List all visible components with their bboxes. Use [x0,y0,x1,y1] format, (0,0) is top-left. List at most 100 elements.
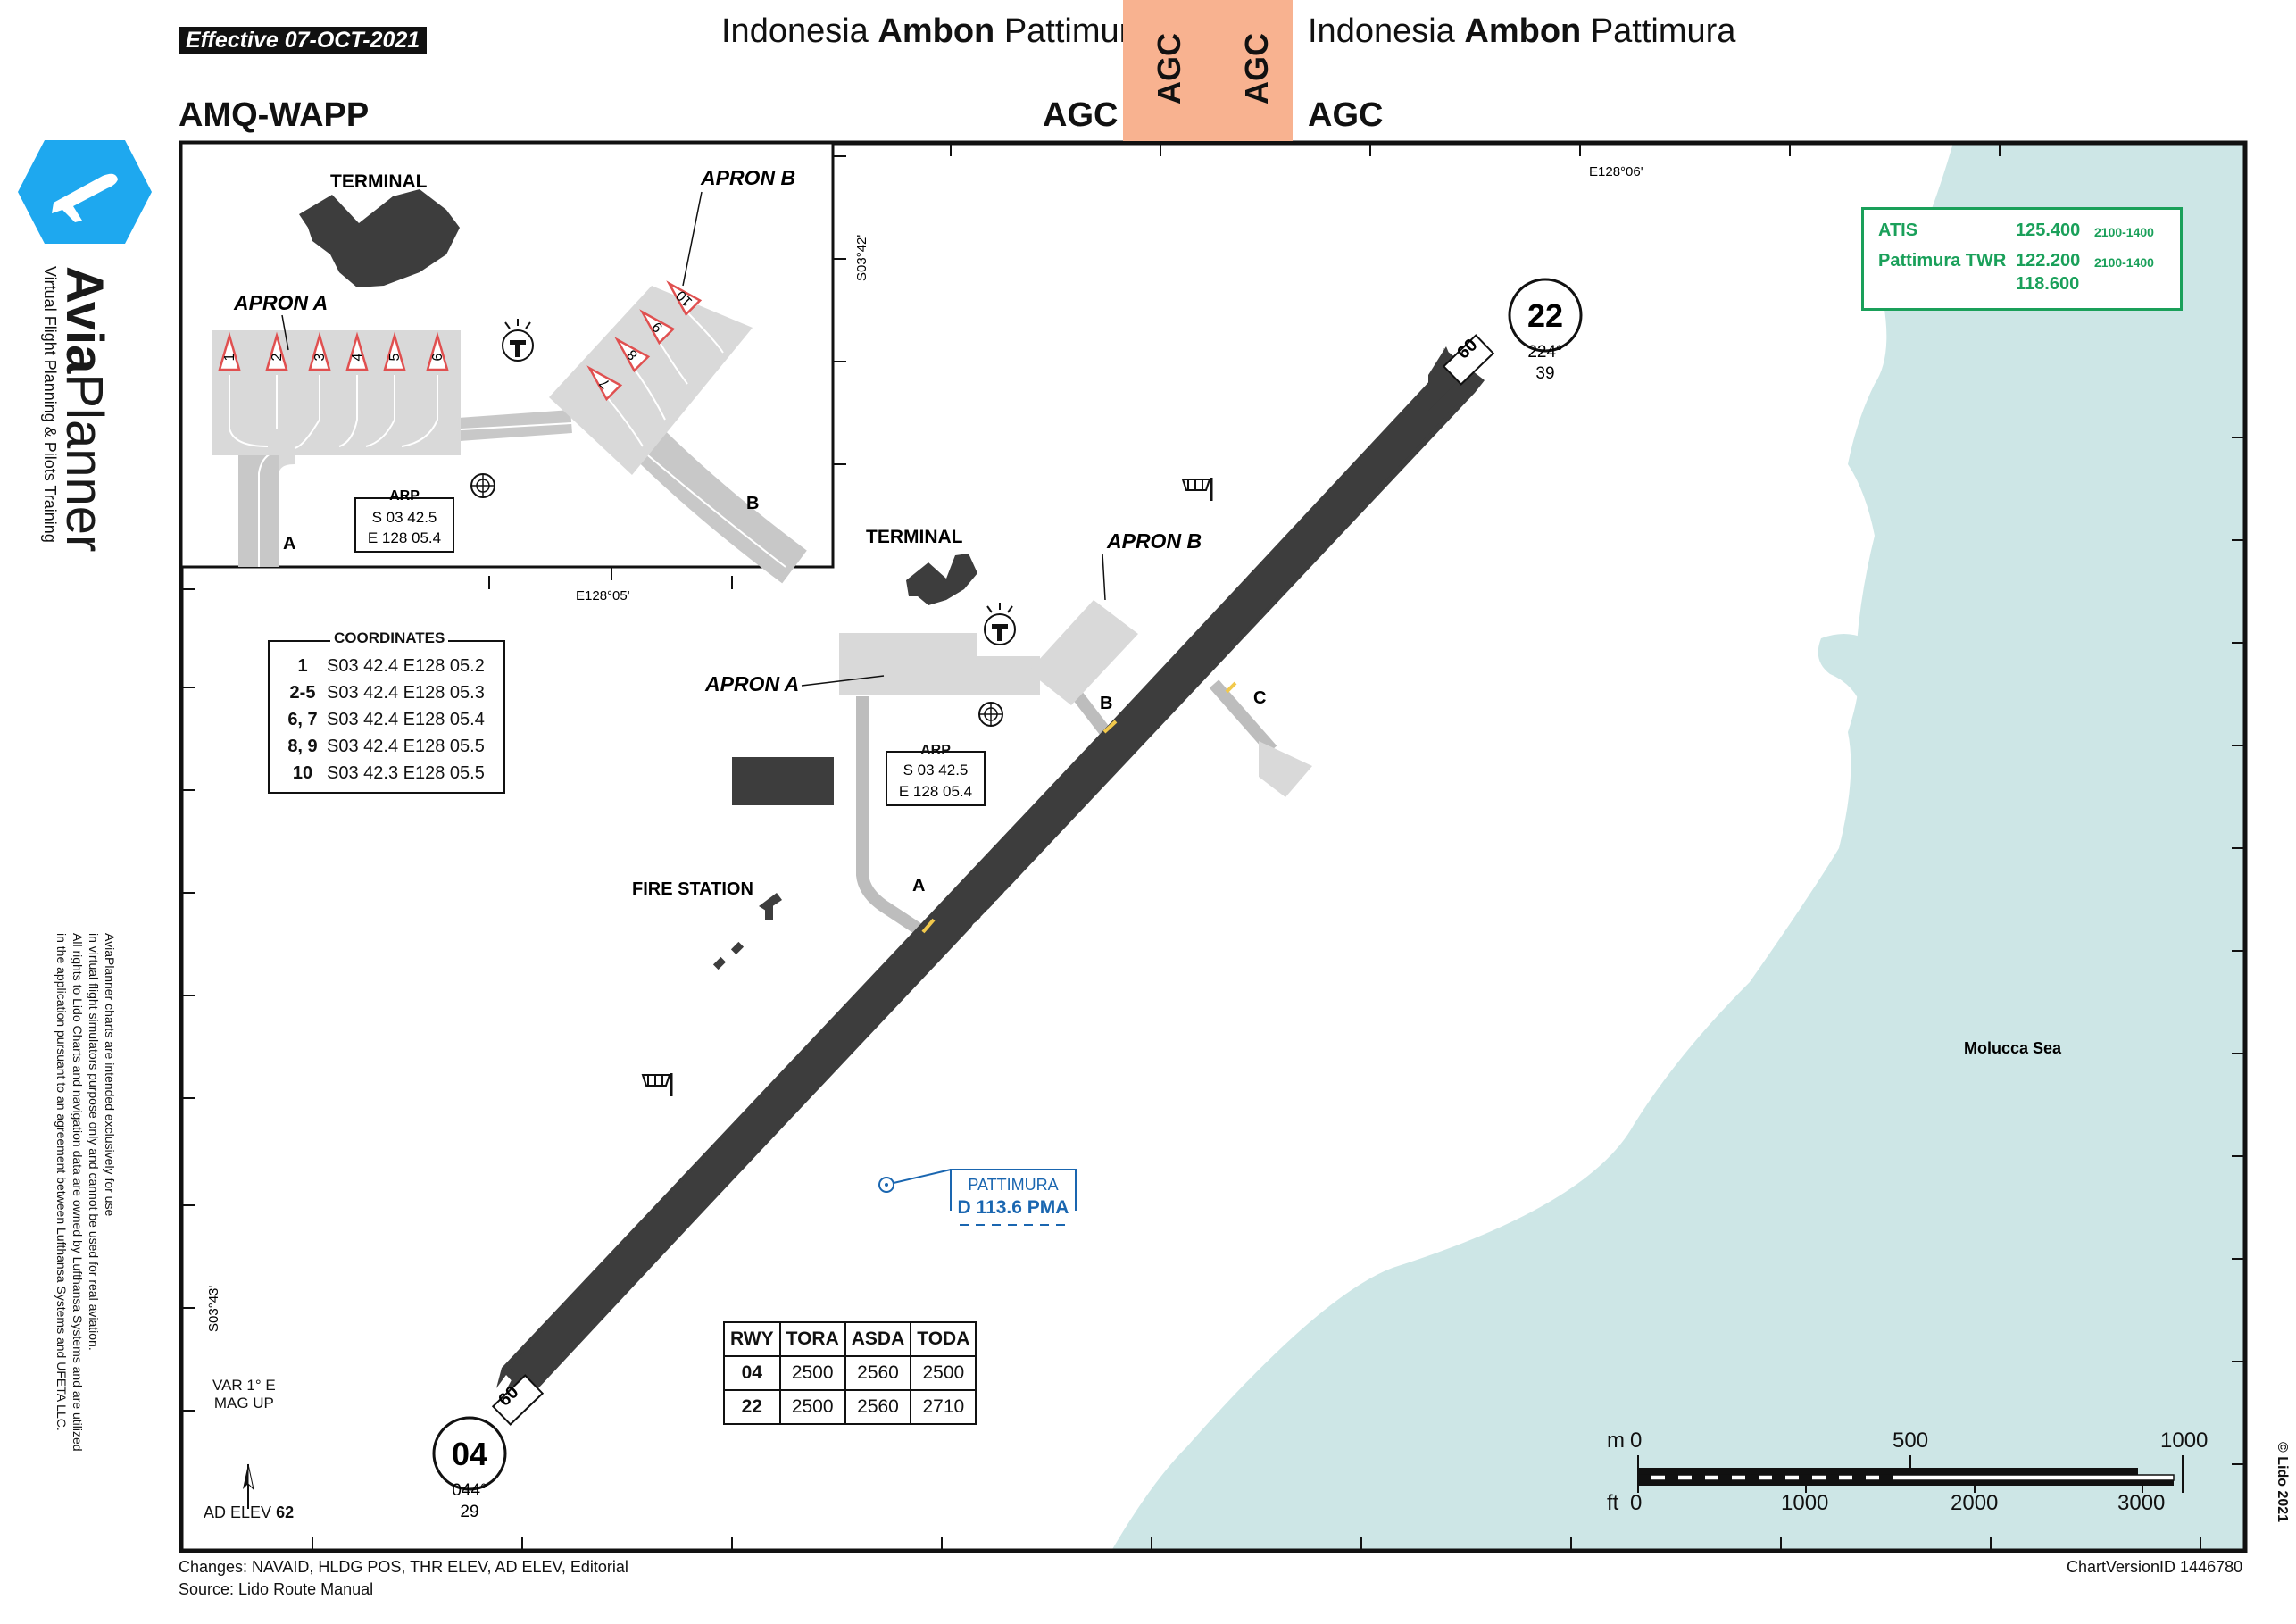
disclaimer-line-2: in virtual flight simulators purpose onl… [87,933,101,1351]
aircraft-stand: 3 [308,331,331,371]
aircraft-stand: 2 [265,331,288,371]
terminal-building [906,554,977,605]
scale-dash [1852,1475,1866,1480]
label-twy-c: C [1253,688,1266,708]
coordinates-stand: 6, 7 [287,710,318,729]
coordinates-position: S03 42.4 E128 05.5 [327,737,485,756]
header-airport-r: Pattimura [1590,12,1736,50]
thr-04-block [507,1335,562,1388]
vor-freq: D 113.6 PMA [958,1197,1069,1218]
scale-dash [1879,1475,1893,1480]
taxiway-c [1209,679,1277,754]
rwy-22-elev-lbl: 39 [1535,364,1554,383]
inset-terminal [299,189,460,287]
scale-m-1000: 1000 [2160,1428,2209,1453]
rwy-04-hdg: 044° [452,1481,487,1500]
runway-table-cell: 04 [723,1355,781,1391]
aircraft-stand: 1 [218,331,241,371]
inset-apron-a [212,330,461,455]
header-country: Indonesia [721,12,869,50]
coordinates-stand: 2-5 [289,683,316,703]
inset-tower-icon [502,319,534,362]
coordinates-stand: 10 [292,763,313,783]
twr-label: Pattimura TWR [1878,251,2007,271]
label-lat-43: S03°43' [206,1286,221,1332]
scale-dash [1692,1475,1705,1480]
disclaimer-line-4: in the application pursuant to an agreem… [54,933,69,1431]
frequency-box: ATIS 125.400 2100-1400 Pattimura TWR 122… [1861,207,2183,311]
north-arrow-icon [243,1463,254,1509]
fire-station-building [712,893,782,970]
apron-b-area [1028,600,1138,705]
label-lon-06: E128°06' [1589,164,1643,179]
scale-dash [1718,1475,1732,1480]
arp-symbol [978,702,1003,727]
agc-rot-1: AGC [1151,33,1187,104]
runway-table-heading: ASDA [844,1321,912,1357]
rwy-04-id: 04 [452,1436,487,1472]
coordinates-position: S03 42.4 E128 05.4 [327,710,485,729]
mag-var: VAR 1° E [212,1377,276,1394]
scale-m-label: m [1607,1428,1625,1453]
agc-banner: AGC AGC [1123,0,1293,141]
aircraft-stand: 6 [426,331,449,371]
twr-freq-1: 122.200 [2016,251,2081,271]
footer-changes: Changes: NAVAID, HLDG POS, THR ELEV, AD … [179,1558,628,1576]
label-terminal: TERMINAL [866,527,963,547]
windsock-icon [1181,478,1213,501]
runway-table-cell: 2560 [844,1355,912,1391]
atis-hours: 2100-1400 [2094,225,2154,239]
runway-table-cell: 2710 [910,1389,977,1425]
scale-ft-label: ft [1607,1491,1619,1515]
apron-a-area [839,633,977,695]
scale-m-0: 0 [1630,1428,1643,1453]
runway-table-cell: 2500 [778,1355,846,1391]
header-city-right: Indonesia Ambon Pattimura [1308,12,1735,51]
inset-arp-lat: S 03 42.5 [372,509,437,526]
airport-code: AMQ-WAPP [179,96,370,134]
scale-dash [1826,1475,1839,1480]
graticule-ticks [181,143,2245,1551]
scale-dash [1799,1475,1812,1480]
inset-label-terminal: TERMINAL [330,171,428,192]
brand-disclaimer: AviaPlanner charts are intended exclusiv… [54,933,118,1452]
inset-apron-b [549,286,753,475]
scale-dash [1665,1475,1678,1480]
sea-inlet [1818,634,1886,723]
scale-m-500: 500 [1893,1428,1929,1453]
coordinates-position: S03 42.4 E128 05.2 [327,656,485,676]
chart-frame [179,140,2248,1553]
inset-label-lon-05: E128°05' [576,588,630,604]
brand-name-bold: Avia [55,266,113,374]
coordinates-stand: 1 [297,656,308,676]
label-twy-a: A [912,876,925,895]
brand-wordmark: AviaPlanner [54,266,114,552]
label-apron-a: APRON A [704,672,799,695]
stand-number: 6 [430,353,445,361]
rwy-22-circle [1508,278,1583,353]
inset-label-apron-a: APRON A [233,291,328,314]
inset-label-twy-b: B [746,494,759,513]
scale-ft-2000: 2000 [1951,1491,1999,1515]
disclaimer-line-3: All rights to Lido Charts and navigation… [71,933,85,1452]
inset-arp-box [354,497,454,553]
scale-ft-0: 0 [1630,1491,1643,1515]
disclaimer-line-1: AviaPlanner charts are intended exclusiv… [103,933,117,1217]
aircraft-stand: 5 [383,331,406,371]
twr-freq-2: 118.600 [2016,274,2080,294]
rwy-04-circle [432,1416,507,1491]
runway-table-heading: RWY [723,1321,781,1357]
ad-elev-value: 62 [276,1503,295,1521]
footer-version: ChartVersionID 1446780 [2067,1558,2243,1576]
agc-left: AGC [1043,96,1119,134]
arp-label: ARP [920,743,951,758]
vor-name: PATTIMURA [968,1176,1058,1194]
runway-table-cell: 2500 [910,1355,977,1391]
aviaplanner-logo-icon [18,140,152,244]
inset-label-lat-42: S03°42' [854,235,869,281]
